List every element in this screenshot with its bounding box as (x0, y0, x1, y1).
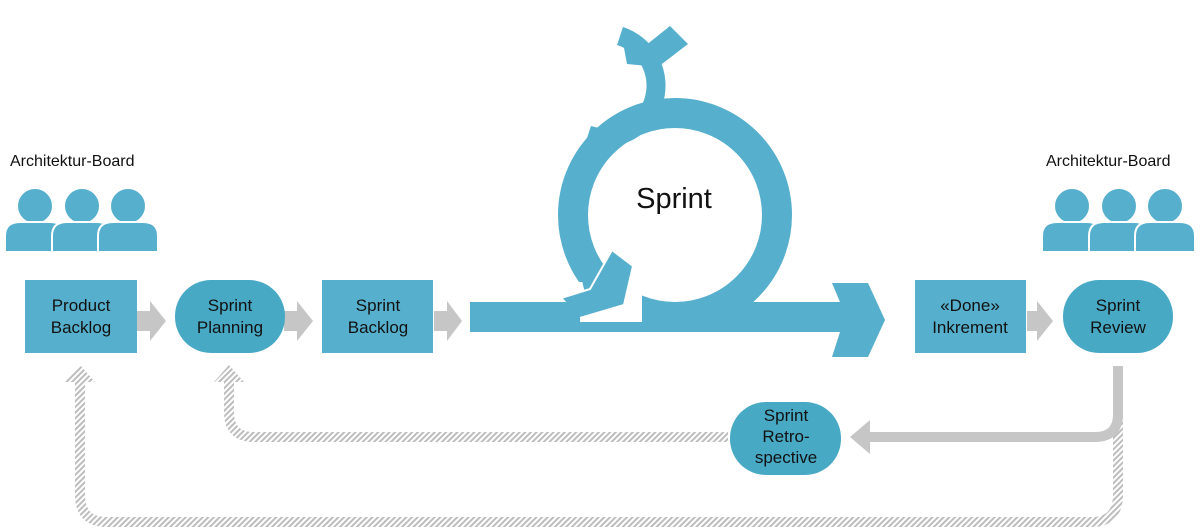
sprint-review-line2: Review (1090, 318, 1146, 337)
person-icon (97, 187, 159, 253)
sprint-planning-node[interactable]: Sprint Planning (175, 280, 285, 353)
sprint-backlog-line2: Backlog (348, 318, 408, 337)
product-backlog-line1: Product (52, 296, 111, 315)
arrow-sprint-backlog-to-sprint (434, 301, 462, 341)
sprint-retrospective-line2: Retro- (762, 427, 809, 446)
product-backlog-node[interactable]: Product Backlog (25, 280, 137, 353)
right-board-label: Architektur-Board (1046, 153, 1171, 170)
left-board-people-icon (4, 187, 159, 253)
sprint-backlog-line1: Sprint (356, 296, 401, 315)
sprint-retrospective-line3: spective (755, 448, 817, 467)
feedback-arrow-to-sprint-planning (214, 365, 728, 442)
sprint-cycle-icon: Sprint (470, 26, 885, 357)
product-backlog-line2: Backlog (51, 318, 111, 337)
sprint-planning-line1: Sprint (208, 296, 253, 315)
sprint-label: Sprint (636, 183, 712, 215)
sprint-backlog-node[interactable]: Sprint Backlog (322, 280, 433, 353)
sprint-planning-line2: Planning (197, 318, 263, 337)
done-increment-line1: «Done» (940, 296, 1000, 315)
person-icon (1041, 187, 1103, 253)
arrow-review-to-retrospective (850, 366, 1123, 454)
arrow-planning-to-sprint-backlog (284, 301, 313, 341)
done-increment-line2: Inkrement (932, 318, 1008, 337)
left-board-label: Architektur-Board (10, 153, 135, 170)
sprint-review-line1: Sprint (1096, 296, 1141, 315)
sprint-review-node[interactable]: Sprint Review (1063, 280, 1173, 353)
person-icon (1134, 187, 1196, 253)
right-board-people-icon (1041, 187, 1196, 253)
arrow-increment-to-review (1027, 301, 1053, 341)
done-increment-node[interactable]: «Done» Inkrement (915, 280, 1026, 353)
sprint-retrospective-line1: Sprint (764, 406, 809, 425)
feedback-arrow-to-product-backlog (65, 365, 1123, 527)
arrow-product-backlog-to-planning (137, 301, 166, 341)
sprint-retrospective-node[interactable]: Sprint Retro- spective (730, 402, 841, 475)
